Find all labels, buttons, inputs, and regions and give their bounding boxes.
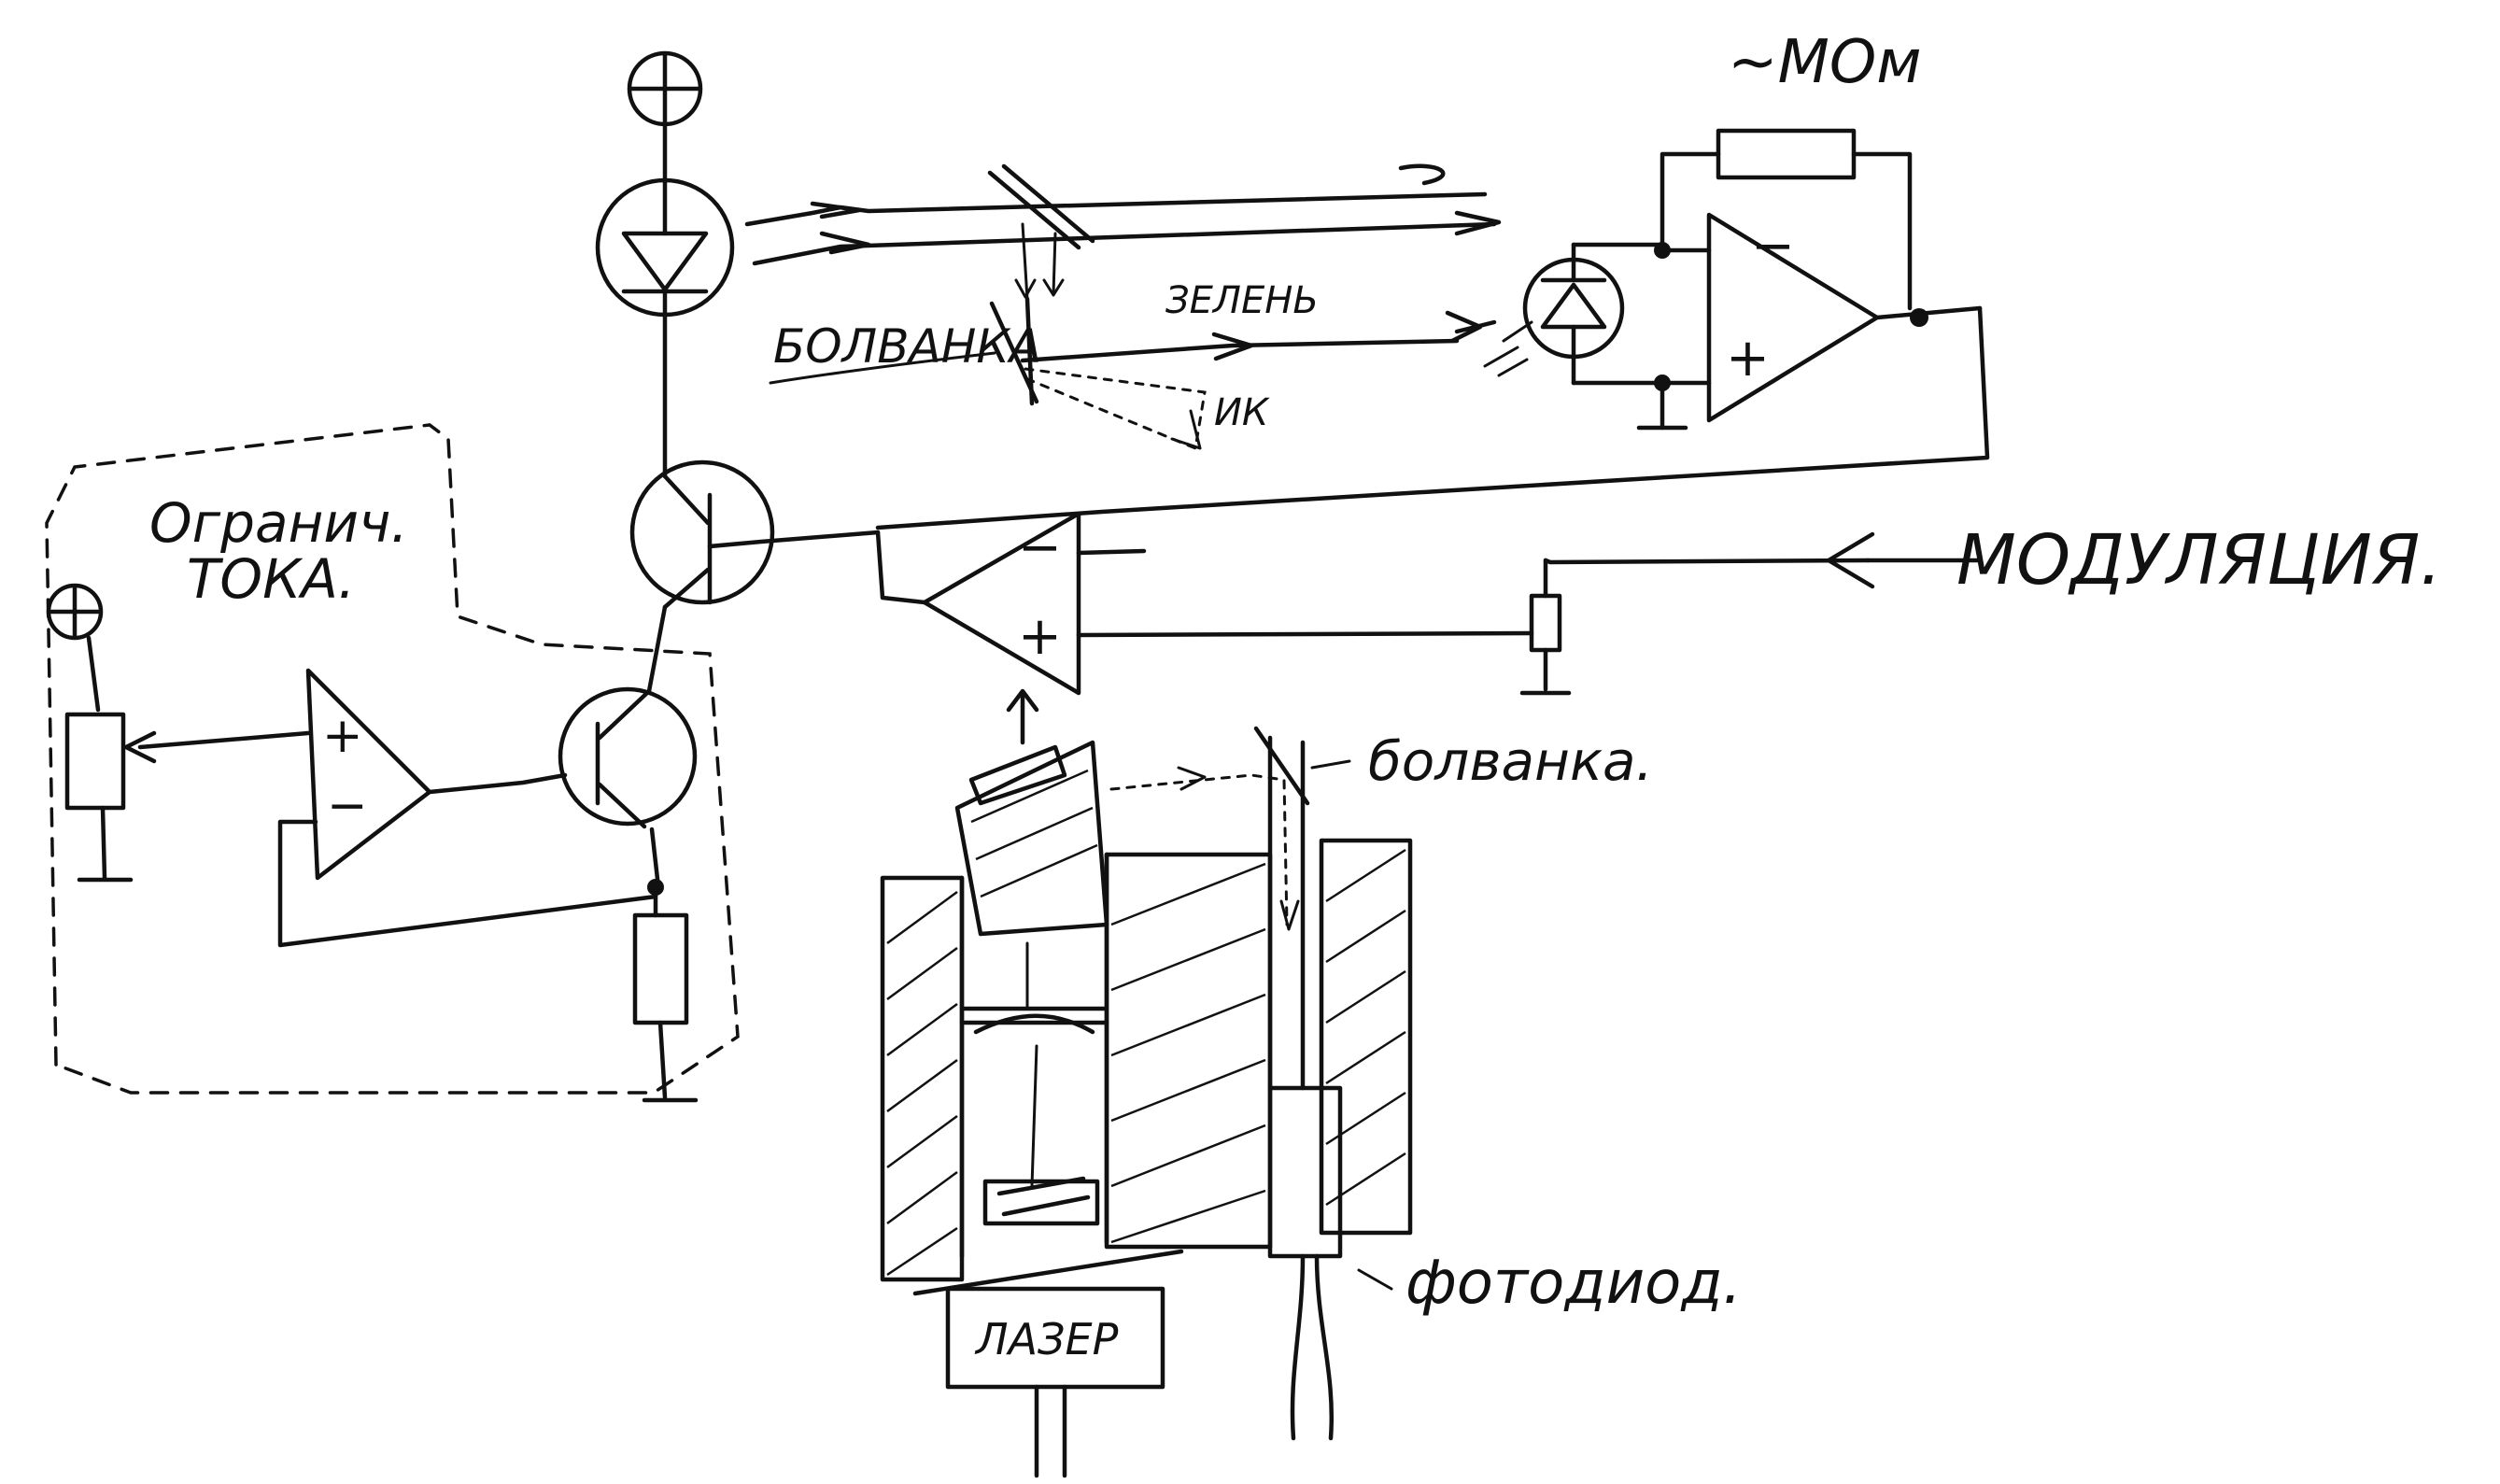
lower-blank — [1253, 726, 1310, 806]
laser-box — [945, 1286, 1165, 1478]
photodiode-leader — [1357, 1268, 1393, 1291]
limit-plus-sign: + — [322, 708, 363, 764]
current-limit-opamp-icon — [137, 668, 658, 948]
driver-minus-sign: − — [1018, 517, 1062, 578]
upper-splitter — [987, 163, 1095, 301]
tia-output-feedback-wire — [875, 305, 1990, 530]
ir-beam — [1024, 367, 1207, 451]
sampling-down-arrow — [1279, 899, 1300, 931]
blank-lower-leader — [1310, 759, 1351, 770]
sampling-beam-arrow — [1177, 766, 1207, 791]
current-limit-title-1: Огранич. — [149, 491, 408, 555]
laser-housing — [880, 735, 1413, 1296]
current-limit-region — [45, 423, 740, 1095]
sampling-beam — [1109, 773, 1289, 926]
green-beam-arrow — [1211, 332, 1254, 361]
driver-plus-sign: + — [1018, 606, 1062, 667]
limit-supply-icon — [46, 583, 104, 641]
resistance-label: ~МОм — [1728, 28, 1922, 97]
pump-diode-icon — [595, 177, 735, 318]
current-limit-title-2: ТОКА. — [187, 547, 355, 611]
photodiode-leads — [1290, 1253, 1335, 1441]
emitter-wire — [649, 827, 661, 890]
limit-minus-sign: − — [327, 778, 368, 834]
modulation-label: МОДУЛЯЦИЯ. — [1956, 520, 2442, 601]
ir-label: ИК — [1214, 391, 1270, 434]
modulation-potentiometer-icon — [1519, 558, 1871, 696]
housing-hatching — [886, 769, 1406, 1277]
tia-minus-sign: − — [1751, 216, 1795, 276]
ir-arrow — [1170, 409, 1202, 450]
laser-label: ЛАЗЕР — [974, 1314, 1119, 1364]
blank-upper-underline — [769, 351, 996, 385]
green-label: ЗЕЛЕНЬ — [1165, 279, 1319, 322]
tia-plus-sign: + — [1726, 328, 1770, 389]
modulation-input-arrow — [1826, 531, 1875, 589]
driver-opamp-icon — [875, 511, 1534, 696]
feedback-resistor-icon — [1660, 128, 1913, 311]
pass-transistor-icon — [629, 459, 881, 610]
receiver-photodiode-icon — [1522, 242, 1625, 386]
output-beams — [744, 163, 1502, 266]
pass-to-sense-wire — [646, 604, 668, 694]
sense-transistor-icon — [558, 686, 698, 829]
laser-beam-arrow — [1006, 688, 1039, 713]
blank-lower-label: болванка. — [1368, 729, 1653, 793]
green-beam — [1020, 338, 1460, 363]
splitter-vertical-beam — [1024, 296, 1035, 406]
limit-potentiometer-icon — [64, 635, 157, 883]
photodiode-label: фотодиод. — [1405, 1249, 1742, 1318]
green-filter-glyph — [1445, 310, 1533, 377]
sense-resistor-icon — [632, 884, 699, 1103]
top-power-supply-icon — [627, 50, 703, 127]
transimpedance-opamp-icon — [1654, 212, 1983, 423]
photodiode-to-inverting-wire — [1571, 242, 1665, 253]
